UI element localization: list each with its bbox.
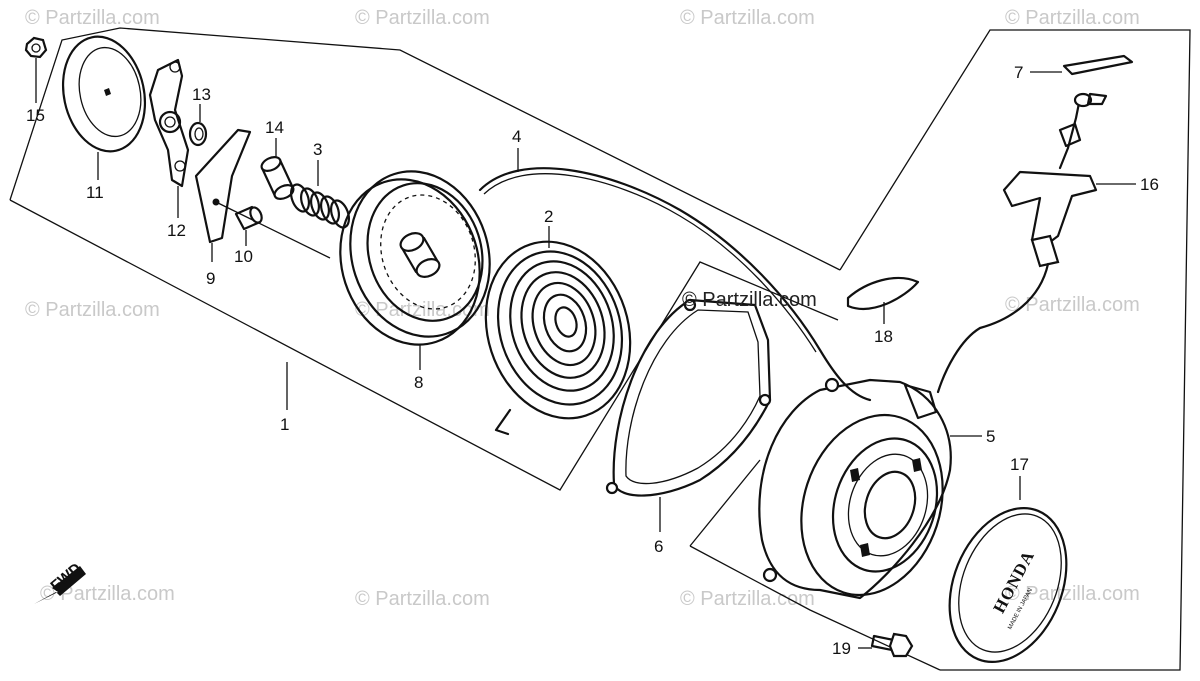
watermark: © Partzilla.com	[355, 7, 490, 29]
callout-number: 18	[874, 327, 893, 346]
callout-number: 4	[512, 127, 521, 146]
callout-number: 11	[86, 183, 104, 202]
callout-number: 5	[986, 427, 995, 446]
callout-layer: 1 2 3 4 5 6 7 8 9 10 11 12 13 14 15 16 1…	[26, 63, 1159, 658]
callout-number: 1	[280, 415, 289, 434]
callout-number: 6	[654, 537, 663, 556]
part-16-handle	[936, 92, 1136, 394]
watermark: © Partzilla.com	[40, 583, 175, 605]
watermark: © Partzilla.com	[25, 299, 160, 321]
part-6-gasket	[605, 298, 772, 532]
callout-number: 14	[265, 118, 284, 137]
watermark: © Partzilla.com	[1005, 294, 1140, 316]
center-watermark: © Partzilla.com	[682, 289, 817, 311]
part-4-starter-rope	[478, 148, 872, 402]
part-11-disc	[61, 35, 147, 180]
callout-number: 9	[206, 269, 215, 288]
callout-number: 10	[234, 247, 253, 266]
watermark: © Partzilla.com	[25, 7, 160, 29]
cover-brand: HONDA	[989, 547, 1038, 616]
callout-number: 17	[1010, 455, 1029, 474]
part-9-pawl	[194, 128, 331, 262]
callout-number: 13	[192, 85, 211, 104]
callout-number: 7	[1014, 63, 1023, 82]
part-19-bolt	[858, 632, 914, 658]
part-18-label	[846, 277, 920, 324]
watermark: © Partzilla.com	[1005, 583, 1140, 605]
watermark: © Partzilla.com	[680, 588, 815, 610]
callout-number: 19	[832, 639, 851, 658]
watermark: © Partzilla.com	[1005, 7, 1140, 29]
watermark-layer: © Partzilla.com © Partzilla.com © Partzi…	[25, 7, 1140, 610]
part-13-washer	[188, 104, 208, 147]
part-3-spring	[289, 160, 351, 229]
callout-number: 12	[167, 221, 186, 240]
part-8-reel	[339, 170, 491, 370]
callout-number: 8	[414, 373, 423, 392]
arrow-down-left-icon	[34, 566, 86, 604]
part-12-ratchet-arm	[148, 58, 190, 218]
watermark: © Partzilla.com	[355, 588, 490, 610]
callout-number: 15	[26, 106, 45, 125]
part-15-nut	[24, 36, 48, 103]
part-2-recoil-spring	[484, 226, 632, 436]
watermark: © Partzilla.com	[680, 7, 815, 29]
part-5-starter-case	[758, 377, 982, 600]
part-17-cover: HONDA MADE IN JAPAN	[948, 476, 1068, 663]
part-7-label	[1030, 54, 1134, 76]
callout-number: 16	[1140, 175, 1159, 194]
part-10-pin	[234, 205, 263, 246]
callout-number: 2	[544, 207, 553, 226]
callout-number: 3	[313, 140, 322, 159]
